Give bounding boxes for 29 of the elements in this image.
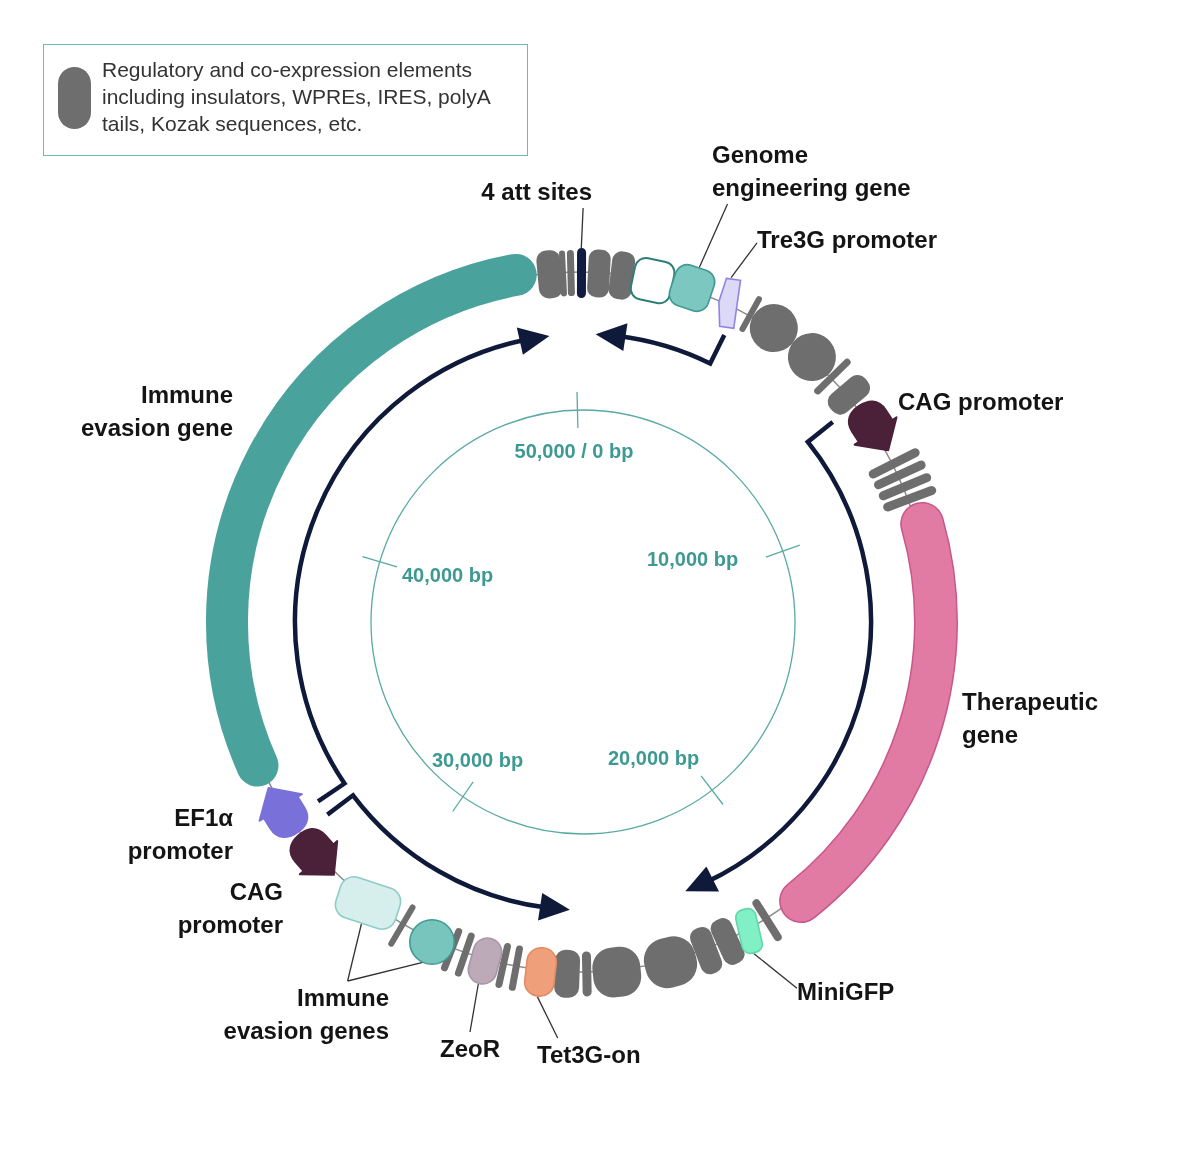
part-label: Tre3G promoter	[757, 223, 938, 256]
leader-line	[536, 995, 559, 1039]
part-label: Tet3G-on	[537, 1038, 641, 1071]
leader-line	[753, 952, 798, 989]
part-label: ZeoR	[440, 1032, 500, 1065]
part-label: Immune evasion genes	[209, 981, 389, 1047]
scale-label: 40,000 bp	[402, 563, 494, 588]
part-label: 4 att sites	[481, 175, 592, 208]
scale-label: 20,000 bp	[608, 746, 700, 771]
part-label: CAG promoter	[176, 877, 283, 940]
part-label: Immune evasion gene	[79, 380, 233, 443]
leader-line	[346, 961, 424, 982]
scale-label: 10,000 bp	[647, 547, 739, 572]
leader-line	[469, 983, 479, 1033]
part-label: CAG promoter	[898, 387, 1064, 417]
leader-line	[730, 242, 758, 279]
part-label: Therapeutic gene	[962, 687, 1100, 750]
leader-line	[698, 203, 729, 269]
scale-label: 30,000 bp	[432, 748, 524, 773]
gene-element	[409, 918, 456, 965]
att-site-element	[576, 248, 586, 298]
scale-label: 50,000 / 0 bp	[514, 439, 634, 464]
leader-line	[346, 923, 363, 982]
part-label: MiniGFP	[797, 975, 895, 1008]
part-label: Genome engineering gene	[712, 138, 934, 204]
leader-line	[580, 207, 584, 249]
reporter-element	[732, 906, 765, 956]
part-label: EF1α promoter	[126, 803, 233, 866]
legend-text: Regulatory and co-expression elements including insulators, WPREs, IRES, polyA tails, Kozak sequences, etc.	[102, 57, 491, 137]
